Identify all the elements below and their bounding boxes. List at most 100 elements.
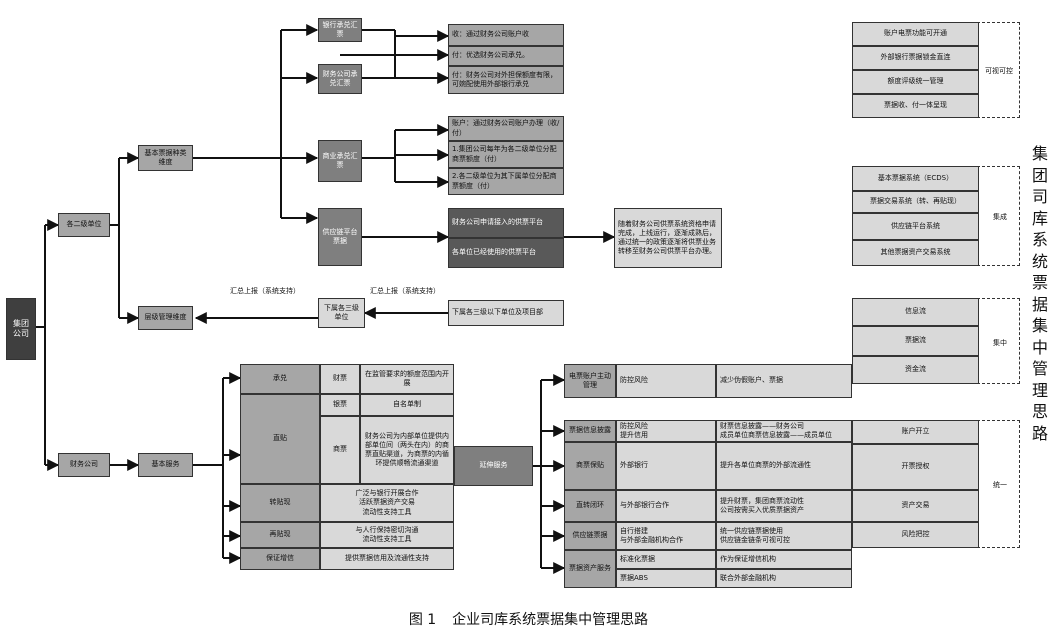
node-fin-pay-label: 付：财务公司对外担保额度有限，可婉配使用外部银行承兑 <box>452 70 557 88</box>
svcr-feature-6: 票据ABS <box>616 569 716 588</box>
panel-unified-item-3: 风险把控 <box>852 522 979 548</box>
svcr-feature-3: 与外部银行合作 <box>616 490 716 522</box>
panel-central-label: 集中 <box>993 339 1007 347</box>
node-comm-1-label: 账户：通过财务公司账户办理（收/付） <box>452 119 560 137</box>
panel-central-item-2: 资金流 <box>852 356 979 384</box>
node-sub-units: 各二级单位 <box>58 213 110 237</box>
node-fin-acceptance-label: 财务公司承兑汇票 <box>322 69 358 87</box>
node-sc-result-label: 随着财务公司供票系统资格申请完成，上线运行，逐渐成熟后，通过统一的政策逐渐将供票… <box>618 219 716 256</box>
svc-desc-2: 财务公司为内部单位提供内部单位间（两头在内）的商票直贴渠道，为商票的内循环提供顺… <box>360 416 454 484</box>
svcr-desc-5: 作为保证增信机构 <box>716 550 852 569</box>
node-fin-pay: 付：财务公司对外担保额度有限，可婉配使用外部银行承兑 <box>448 66 564 94</box>
svc-name-3: 转贴现 <box>240 484 320 522</box>
node-fin-acceptance: 财务公司承兑汇票 <box>318 64 362 94</box>
node-comm-2-label: 1.集团公司每年为各二级单位分配商票额度（付） <box>452 145 557 163</box>
node-basic-service: 基本服务 <box>138 453 193 477</box>
panel-unified-item-1: 开票授权 <box>852 444 979 490</box>
node-commercial-label: 商业承兑汇票 <box>322 151 358 169</box>
svc-desc-0: 在监管要求的额度范围内开展 <box>360 364 454 394</box>
node-basic-type: 基本票据种类维度 <box>138 145 193 171</box>
panel-visible-item-3: 票据收、付一体呈现 <box>852 94 979 118</box>
svc-name-0: 承兑 <box>240 364 320 394</box>
node-commercial: 商业承兑汇票 <box>318 140 362 182</box>
node-extend-service: 延伸服务 <box>454 446 533 486</box>
node-bank-receive-label: 收：通过财务公司账户收 <box>452 30 529 39</box>
panel-unified-label: 统一 <box>993 481 1007 489</box>
node-lower-units: 下属各三级单位 <box>318 298 365 328</box>
svcr-name-5: 票据资产服务 <box>564 550 616 588</box>
node-tier-dim-label: 层级管理维度 <box>144 313 187 322</box>
svcr-desc-3: 提升财票，集团商票流动性 公司按需买入优质票据资产 <box>716 490 852 522</box>
svcr-name-0: 电票账户主动管理 <box>564 364 616 398</box>
node-supply-platform: 供应链平台票据 <box>318 208 362 266</box>
node-finance-label: 财务公司 <box>70 460 98 469</box>
panel-integrate-item-0: 基本票据系统（ECDS） <box>852 166 979 191</box>
panel-visible-item-1: 外部银行票据锁金直连 <box>852 46 979 70</box>
node-comm-3: 2.各二级单位为其下属单位分配商票额度（付） <box>448 168 564 195</box>
node-sub-units-label: 各二级单位 <box>66 220 102 229</box>
node-supply-platform-label: 供应链平台票据 <box>322 227 358 245</box>
svc-desc-1: 自名单制 <box>360 394 454 416</box>
svcr-desc-6: 联合外部金融机构 <box>716 569 852 588</box>
panel-visible-item-0: 账户电票功能可开通 <box>852 22 979 46</box>
node-tier-dim: 层级管理维度 <box>138 306 193 330</box>
panel-integrate-item-3: 其他票据资产交易系统 <box>852 240 979 266</box>
panel-integrate-label: 集成 <box>993 213 1007 221</box>
node-sc-1: 财务公司申请接入的供票平台 <box>448 208 564 238</box>
node-bank-pay-label: 付：优选财务公司承兑。 <box>452 51 529 60</box>
vertical-title: 集团司库系统票据集中管理思路 <box>1031 144 1048 443</box>
svcr-desc-1: 财票信息披露——财务公司 成员单位商票信息披露——成员单位 <box>716 420 852 442</box>
svcr-desc-2: 提升各单位商票的外部流通性 <box>716 442 852 490</box>
caption-text: 企业司库系统票据集中管理思路 <box>452 612 649 628</box>
node-bank-acceptance-label: 银行承兑汇票 <box>322 20 358 38</box>
root-node: 集团公司 <box>6 298 36 360</box>
panel-visible-item-2: 额度评级统一管理 <box>852 70 979 94</box>
node-comm-2: 1.集团公司每年为各二级单位分配商票额度（付） <box>448 141 564 168</box>
svc-name-5: 保证增信 <box>240 548 320 570</box>
node-basic-service-label: 基本服务 <box>151 460 180 469</box>
node-sc-2-label: 各单位已经使用的供票平台 <box>452 248 536 257</box>
svc-sub-0: 财票 <box>320 364 360 394</box>
figure-caption: 图 1 企业司库系统票据集中管理思路 <box>0 609 1057 629</box>
node-comm-3-label: 2.各二级单位为其下属单位分配商票额度（付） <box>452 172 557 190</box>
svcr-name-1: 票据信息披露 <box>564 420 616 442</box>
svcr-feature-2: 外部银行 <box>616 442 716 490</box>
svc-sub-2: 商票 <box>320 416 360 484</box>
panel-unified-item-0: 账户开立 <box>852 420 979 444</box>
svcr-name-3: 直转闭环 <box>564 490 616 522</box>
svcr-feature-1: 防控风险 提升信用 <box>616 420 716 442</box>
svcr-desc-0: 减少伪假账户、票据 <box>716 364 852 398</box>
svcr-feature-5: 标准化票据 <box>616 550 716 569</box>
root-label: 集团公司 <box>13 318 29 338</box>
node-finance: 财务公司 <box>58 453 110 477</box>
panel-unified-item-2: 资产交易 <box>852 490 979 522</box>
node-lower-units-label: 下属各三级单位 <box>324 303 359 321</box>
svcr-name-4: 供应链票据 <box>564 522 616 550</box>
panel-central-item-0: 信息流 <box>852 298 979 326</box>
node-bank-pay: 付：优选财务公司承兑。 <box>448 46 564 66</box>
svcr-desc-4: 统一供应链票据使用 供应链金链条可视可控 <box>716 522 852 550</box>
rollup-label-1: 汇总上报（系统支持） <box>370 287 440 295</box>
svcr-feature-0: 防控风险 <box>616 364 716 398</box>
svcr-name-2: 商票保贴 <box>564 442 616 490</box>
svc-desc-3: 广泛与银行开展合作 活跃票据资产交易 流动性支持工具 <box>320 484 454 522</box>
panel-integrate-item-1: 票据交易系统（转、再贴现） <box>852 191 979 213</box>
node-projects: 下属各三级以下单位及项目部 <box>448 300 564 326</box>
node-sc-1-label: 财务公司申请接入的供票平台 <box>452 218 543 227</box>
panel-integrate-item-2: 供应链平台系统 <box>852 213 979 240</box>
node-sc-2: 各单位已经使用的供票平台 <box>448 238 564 268</box>
node-basic-type-label: 基本票据种类维度 <box>144 148 187 166</box>
node-bank-receive: 收：通过财务公司账户收 <box>448 24 564 46</box>
node-sc-result: 随着财务公司供票系统资格申请完成，上线运行，逐渐成熟后，通过统一的政策逐渐将供票… <box>614 208 722 268</box>
node-comm-1: 账户：通过财务公司账户办理（收/付） <box>448 116 564 141</box>
panel-central-item-1: 票据流 <box>852 326 979 356</box>
rollup-label-2: 汇总上报（系统支持） <box>230 287 300 295</box>
node-bank-acceptance: 银行承兑汇票 <box>318 18 362 42</box>
svc-desc-4: 与人行保持密切沟通 流动性支持工具 <box>320 522 454 548</box>
caption-number: 图 1 <box>408 612 437 628</box>
svc-sub-1: 银票 <box>320 394 360 416</box>
svc-name-4: 再贴现 <box>240 522 320 548</box>
panel-visible-label: 可视可控 <box>985 67 1013 75</box>
